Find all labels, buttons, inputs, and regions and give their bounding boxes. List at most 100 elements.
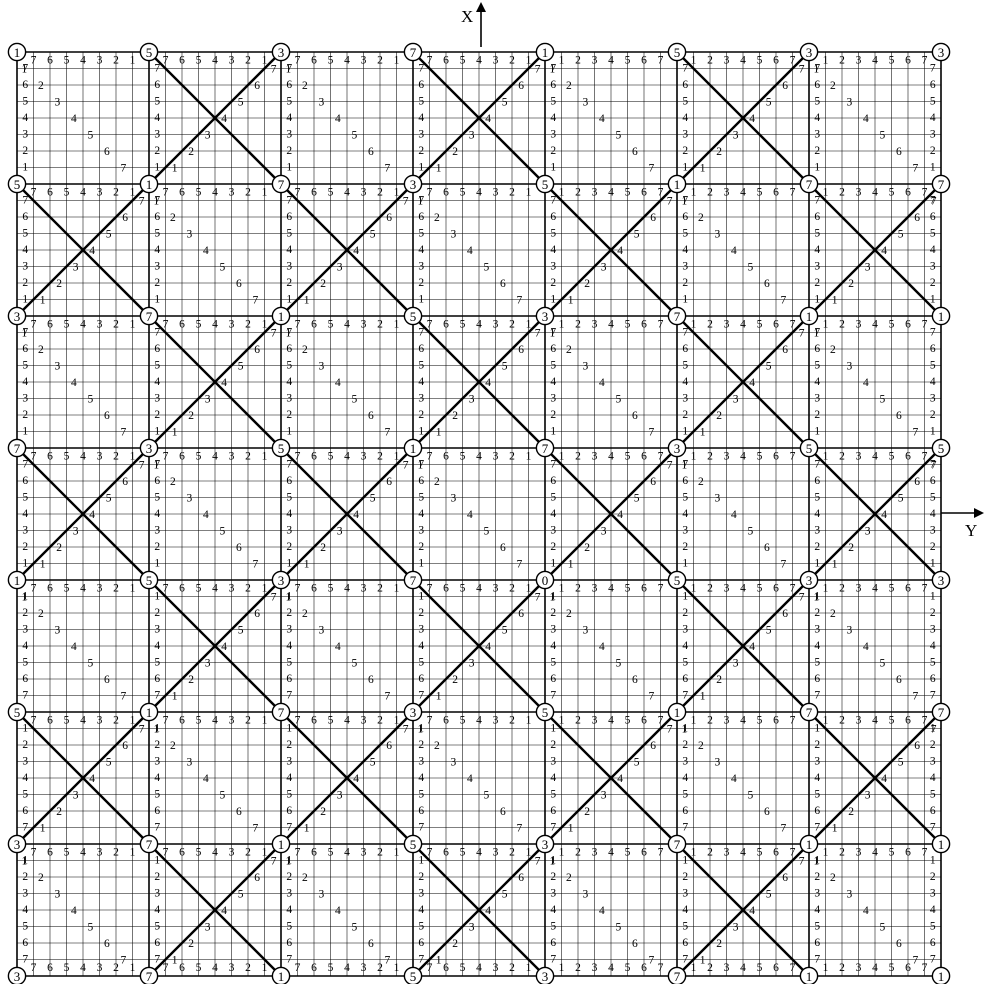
step-number: 1 — [832, 558, 838, 570]
step-number: 4 — [731, 773, 737, 785]
step-number: 7 — [658, 186, 664, 198]
step-number: 7 — [253, 822, 259, 834]
step-number: 6 — [311, 450, 317, 462]
step-number: 1 — [550, 63, 556, 75]
step-number: 6 — [500, 806, 506, 818]
step-number: 4 — [930, 904, 936, 916]
step-number: 1 — [559, 714, 565, 726]
step-number: 4 — [814, 112, 820, 124]
svg-text:1: 1 — [806, 309, 813, 324]
step-number: 5 — [106, 756, 112, 768]
step-number: 6 — [22, 211, 28, 223]
step-number: 7 — [286, 954, 292, 966]
step-number: 3 — [682, 129, 688, 141]
step-number: 1 — [154, 426, 160, 438]
svg-text:1: 1 — [278, 309, 285, 324]
node-circle: 1 — [272, 967, 289, 984]
step-number: 7 — [658, 846, 664, 858]
step-number: 1 — [22, 723, 28, 735]
step-number: 1 — [814, 327, 820, 339]
svg-text:5: 5 — [278, 441, 285, 456]
step-number: 6 — [443, 962, 449, 974]
step-number: 5 — [748, 525, 754, 537]
step-number: 3 — [22, 129, 28, 141]
step-number: 6 — [641, 962, 647, 974]
step-number: 2 — [245, 846, 251, 858]
step-number: 7 — [682, 63, 688, 75]
step-number: 6 — [518, 608, 524, 620]
svg-text:7: 7 — [146, 309, 153, 324]
step-number: 2 — [113, 714, 119, 726]
step-number: 2 — [566, 344, 572, 356]
step-number: 6 — [550, 79, 556, 91]
step-number: 5 — [88, 393, 94, 405]
step-number: 2 — [509, 582, 515, 594]
step-number: 1 — [691, 962, 697, 974]
step-number: 1 — [568, 558, 574, 570]
step-number: 6 — [650, 212, 656, 224]
svg-text:5: 5 — [674, 45, 681, 60]
step-number: 7 — [682, 954, 688, 966]
step-number: 1 — [418, 558, 424, 570]
step-number: 5 — [220, 261, 226, 273]
step-number: 7 — [781, 294, 787, 306]
step-number: 2 — [56, 806, 62, 818]
step-number: 2 — [452, 146, 458, 158]
step-number: 6 — [154, 805, 160, 817]
step-number: 7 — [253, 294, 259, 306]
step-number: 4 — [881, 773, 887, 785]
step-number: 2 — [707, 846, 713, 858]
step-number: 6 — [682, 805, 688, 817]
step-number: 3 — [856, 962, 862, 974]
step-number: 4 — [740, 582, 746, 594]
step-number: 4 — [154, 376, 160, 388]
step-number: 2 — [377, 54, 383, 66]
step-number: 7 — [427, 714, 433, 726]
step-number: 1 — [418, 459, 424, 471]
step-number: 4 — [418, 376, 424, 388]
step-number: 6 — [179, 318, 185, 330]
step-number: 6 — [550, 475, 556, 487]
step-number: 7 — [790, 962, 796, 974]
step-number: 4 — [930, 244, 936, 256]
step-number: 6 — [386, 740, 392, 752]
step-number: 4 — [930, 772, 936, 784]
step-number: 2 — [170, 740, 176, 752]
step-number: 4 — [286, 904, 292, 916]
step-number: 4 — [485, 377, 491, 389]
step-number: 3 — [469, 393, 475, 405]
step-number: 3 — [550, 525, 556, 537]
step-number: 1 — [814, 558, 820, 570]
step-number: 5 — [154, 789, 160, 801]
node-circle: 5 — [668, 571, 685, 588]
step-number: 6 — [368, 410, 374, 422]
svg-text:7: 7 — [806, 177, 813, 192]
step-number: 3 — [469, 129, 475, 141]
step-number: 7 — [658, 962, 664, 974]
step-number: 7 — [799, 855, 805, 867]
step-number: 1 — [550, 162, 556, 174]
step-number: 4 — [617, 773, 623, 785]
step-number: 5 — [22, 360, 28, 372]
step-number: 6 — [930, 475, 936, 487]
step-number: 3 — [493, 450, 499, 462]
svg-text:7: 7 — [146, 969, 153, 984]
step-number: 2 — [377, 714, 383, 726]
step-number: 6 — [22, 475, 28, 487]
step-number: 6 — [682, 937, 688, 949]
step-number: 5 — [616, 129, 622, 141]
step-number: 1 — [394, 186, 400, 198]
step-number: 7 — [139, 459, 145, 471]
step-number: 4 — [608, 318, 614, 330]
step-number: 2 — [682, 145, 688, 157]
step-number: 6 — [311, 714, 317, 726]
step-number: 3 — [55, 96, 61, 108]
step-number: 5 — [550, 96, 556, 108]
step-number: 5 — [328, 450, 334, 462]
step-number: 6 — [914, 740, 920, 752]
step-number: 2 — [245, 714, 251, 726]
step-number: 6 — [443, 714, 449, 726]
svg-text:3: 3 — [278, 573, 285, 588]
step-number: 6 — [104, 146, 110, 158]
step-number: 7 — [550, 459, 556, 471]
